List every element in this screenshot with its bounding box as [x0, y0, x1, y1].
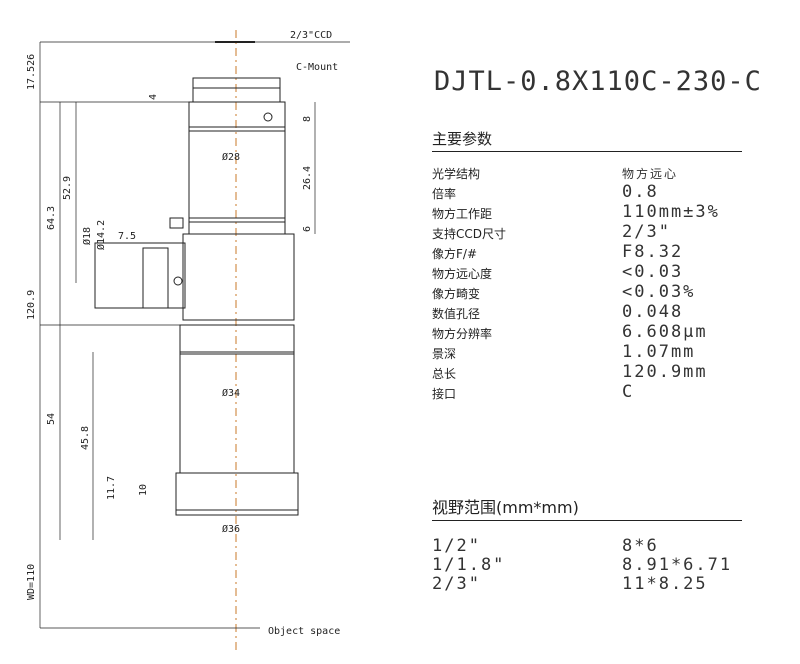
dim-8: 8: [302, 116, 313, 122]
label-wd: WD=110: [26, 564, 37, 600]
param-value: F8.32: [622, 242, 684, 262]
fov-size: 11*8.25: [622, 574, 708, 594]
param-key: 总长: [432, 367, 457, 381]
param-key: 像方F/#: [432, 247, 478, 261]
dim-4: 4: [148, 94, 159, 100]
param-key: 景深: [432, 347, 457, 361]
param-key: 数值孔径: [432, 307, 481, 321]
param-value: <0.03: [622, 262, 684, 282]
param-key: 倍率: [432, 187, 457, 201]
label-mount: C-Mount: [296, 62, 338, 73]
param-value: 0.048: [622, 302, 684, 322]
dim-75: 7.5: [118, 231, 136, 242]
dim-18: Ø18: [81, 227, 93, 245]
param-key: 物方分辨率: [432, 327, 493, 341]
param-value: 120.9mm: [622, 362, 708, 382]
fov-heading: 视野范围(mm*mm): [432, 494, 742, 521]
dim-643: 64.3: [46, 206, 57, 230]
label-sensor: 2/3"CCD: [290, 30, 332, 41]
params-heading: 主要参数: [432, 128, 742, 152]
param-value: 1.07mm: [622, 342, 696, 362]
dim-d28: Ø28: [222, 151, 240, 163]
dim-458: 45.8: [80, 426, 91, 450]
param-value: 2/3": [622, 222, 671, 242]
dim-17526: 17.526: [26, 54, 37, 90]
label-object-space: Object space: [268, 626, 340, 637]
dim-142: Ø14.2: [95, 220, 107, 250]
dim-264: 26.4: [302, 166, 313, 190]
lens-drawing: 2/3"CCD C-Mount Object space 17.526 4 64…: [26, 30, 350, 650]
dim-d34: Ø34: [222, 387, 240, 399]
param-key: 物方工作距: [432, 207, 493, 221]
fov-size: 8.91*6.71: [622, 555, 733, 575]
dim-6: 6: [302, 226, 313, 232]
param-key: 支持CCD尺寸: [432, 227, 506, 241]
param-key: 光学结构: [432, 167, 481, 181]
dim-529: 52.9: [62, 176, 73, 200]
fov-sensor: 1/1.8": [432, 555, 506, 575]
fov-size: 8*6: [622, 536, 659, 556]
param-key: 物方远心度: [432, 267, 493, 281]
dim-1209: 120.9: [26, 290, 37, 320]
param-value: C: [622, 382, 635, 402]
param-value: <0.03%: [622, 282, 696, 302]
dim-54: 54: [46, 413, 57, 425]
product-title: DJTL-0.8X110C-230-C: [434, 66, 762, 97]
fov-sensor: 2/3": [432, 574, 481, 594]
param-key: 像方畸变: [432, 287, 481, 301]
dim-d36: Ø36: [222, 523, 240, 535]
param-key: 接口: [432, 387, 457, 401]
param-value: 0.8: [622, 182, 659, 202]
param-value: 物方远心: [622, 167, 679, 181]
param-value: 6.608μm: [622, 322, 708, 342]
fov-sensor: 1/2": [432, 536, 481, 556]
dim-10: 10: [138, 484, 149, 496]
dim-117: 11.7: [106, 476, 117, 500]
param-value: 110mm±3%: [622, 202, 720, 222]
